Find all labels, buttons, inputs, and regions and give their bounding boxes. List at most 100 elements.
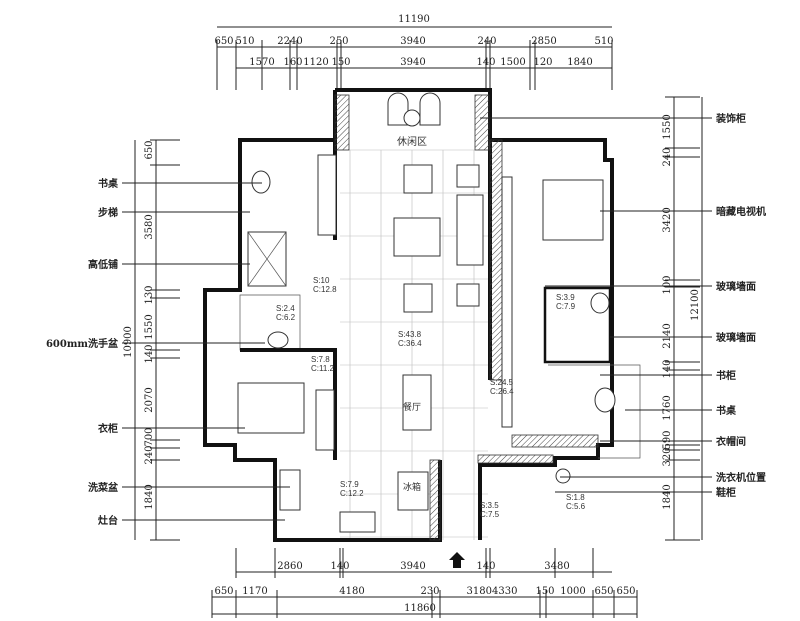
dimension-value: 11190 (398, 14, 430, 25)
dimension-value: 590 (662, 430, 673, 449)
room-area-usable: S:1.8 (566, 493, 585, 502)
callout-label: 衣帽间 (716, 435, 746, 448)
dimension-value: 140 (476, 561, 495, 572)
room-area-usable: S:24.5 (490, 378, 514, 387)
lounge-chair (387, 92, 409, 126)
dimension-value: 2850 (531, 36, 556, 47)
dimension-value: 650 (144, 140, 155, 159)
callout-label: 书桌 (716, 404, 736, 417)
dimension-value: 510 (235, 36, 254, 47)
dimension-value: 140 (476, 57, 495, 68)
room-area-construction: C:7.5 (480, 510, 500, 519)
dimension-value: 1760 (662, 395, 673, 420)
dimension-value: 11860 (404, 603, 436, 614)
dimension-value: 1840 (662, 484, 673, 509)
dimension-value: 1840 (144, 484, 155, 509)
toilet (594, 387, 616, 413)
dimension-value: 320 (662, 447, 673, 466)
dimension-value: 140 (662, 359, 673, 378)
dimension-value: 3940 (400, 36, 425, 47)
room-area-usable: S:43.8 (398, 330, 422, 339)
coffee-table (393, 217, 441, 257)
fridge (397, 471, 429, 511)
dimension-value: 650 (214, 586, 233, 597)
callout-label: 玻璃墙面 (716, 280, 756, 293)
toilet (251, 170, 271, 194)
dimension-value: 1570 (249, 57, 274, 68)
callout-label: 暗藏电视机 (716, 205, 766, 218)
dimension-value: 140 (144, 344, 155, 363)
dimension-value: 1120 (303, 57, 328, 68)
room-area-usable: S:3.9 (556, 293, 575, 302)
side-table (456, 164, 480, 188)
zone-label-fridge: 冰箱 (403, 481, 421, 492)
dimension-value: 1550 (662, 114, 673, 139)
lounge-chair (419, 92, 441, 126)
dimension-value: 510 (594, 36, 613, 47)
dimension-value: 2860 (277, 561, 302, 572)
armchair (403, 164, 433, 194)
dimension-value: 31804330 (467, 586, 518, 597)
dimension-value: 2240 (277, 36, 302, 47)
washbasin (590, 292, 610, 314)
dimension-value: 150 (535, 586, 554, 597)
armchair (403, 283, 433, 313)
dimension-value: 700 (144, 427, 155, 446)
room-area-construction: C:6.2 (276, 313, 296, 322)
zone-label-leisure: 休闲区 (397, 135, 427, 148)
dimension-value: 650 (594, 586, 613, 597)
dimension-value: 4180 (339, 586, 364, 597)
room-labels: S:10C:12.8S:2.4C:6.2S:7.8C:11.2S:43.8C:3… (276, 276, 586, 519)
callout-label: 洗衣机位置 (716, 471, 766, 484)
dimension-value: 1500 (500, 57, 525, 68)
room-area-usable: S:3.5 (480, 501, 499, 510)
dimension-value: 3420 (662, 207, 673, 232)
sofa (456, 194, 484, 266)
dimension-value: 1840 (567, 57, 592, 68)
dimension-value: 2070 (144, 387, 155, 412)
wardrobe-right (501, 176, 513, 428)
room-area-construction: C:36.4 (398, 339, 422, 348)
dimension-value: 3480 (544, 561, 569, 572)
callout-label: 玻璃墙面 (716, 331, 756, 344)
room-area-usable: S:7.9 (340, 480, 359, 489)
stair (317, 154, 337, 236)
room-area-construction: C:5.6 (566, 502, 586, 511)
dimension-value: 10900 (123, 326, 134, 358)
furniture (237, 92, 616, 533)
dimension-value: 1170 (242, 586, 267, 597)
callout-label: 步梯 (98, 206, 118, 219)
callouts: 书桌步梯高低铺600mm洗手盆衣柜洗菜盆灶台装饰柜暗藏电视机玻璃墙面玻璃墙面书柜… (46, 112, 766, 527)
room-area-construction: C:11.2 (311, 364, 335, 373)
stove (339, 511, 376, 533)
dimension-value: 250 (329, 36, 348, 47)
walls (203, 88, 641, 542)
dimension-value: 100 (662, 275, 673, 294)
dimension-value: 240 (477, 36, 496, 47)
dimension-lines (134, 26, 703, 618)
room-area-construction: C:12.8 (313, 285, 337, 294)
dimension-value: 160 (283, 57, 302, 68)
callout-label: 鞋柜 (716, 486, 736, 499)
dimension-value: 1550 (144, 314, 155, 339)
dimension-value: 1000 (560, 586, 585, 597)
bed-master (542, 179, 604, 241)
callout-label: 灶台 (98, 514, 118, 527)
dimension-value: 230 (420, 586, 439, 597)
room-area-usable: S:7.8 (311, 355, 330, 364)
round-table (403, 109, 421, 127)
room-area-construction: C:7.9 (556, 302, 576, 311)
bed-second (237, 382, 305, 434)
dimension-value: 2140 (662, 323, 673, 348)
dimension-value: 140 (330, 561, 349, 572)
washbasin (267, 331, 289, 349)
room-area-construction: C:26.4 (490, 387, 514, 396)
dimension-value: 650 (214, 36, 233, 47)
room-area-construction: C:12.2 (340, 489, 364, 498)
dimension-value: 130 (144, 285, 155, 304)
dining-table (402, 374, 432, 431)
callout-label: 衣柜 (98, 422, 118, 435)
dimension-value: 120 (533, 57, 552, 68)
